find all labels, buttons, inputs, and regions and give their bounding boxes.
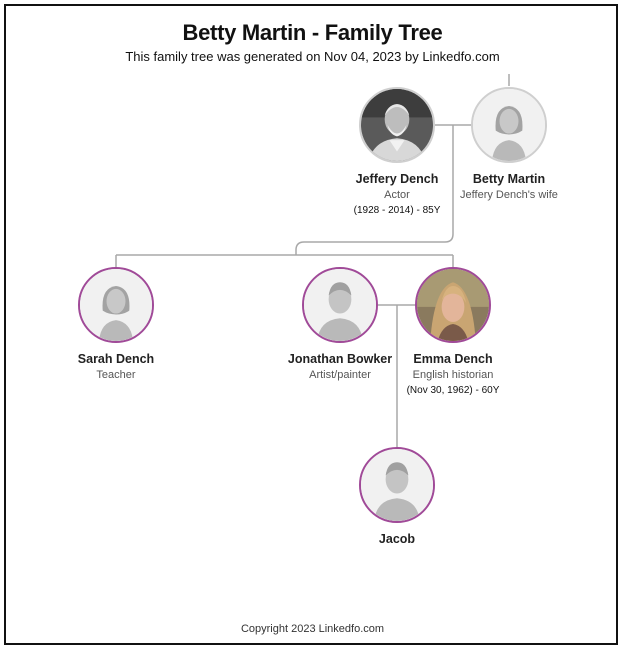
- person-betty-martin[interactable]: Betty Martin Jeffery Dench's wife: [434, 87, 584, 201]
- female-silhouette-icon: [78, 267, 154, 343]
- person-sarah-dench[interactable]: Sarah Dench Teacher: [41, 267, 191, 381]
- descent-line: [295, 125, 454, 255]
- person-name: Sarah Dench: [77, 352, 155, 366]
- person-role: Actor: [384, 189, 410, 201]
- person-name: Betty Martin: [472, 172, 546, 186]
- person-name: Jonathan Bowker: [287, 352, 393, 366]
- footer-copyright: Copyright 2023 Linkedfo.com: [240, 623, 385, 635]
- person-jonathan-bowker[interactable]: Jonathan Bowker Artist/painter: [265, 267, 415, 381]
- person-name: Emma Dench: [413, 352, 493, 366]
- person-jacob[interactable]: Jacob: [322, 447, 472, 546]
- female-silhouette-icon: [471, 87, 547, 163]
- page-frame: [4, 4, 618, 645]
- page-title: Betty Martin - Family Tree: [182, 20, 443, 45]
- person-role: English historian: [412, 369, 494, 381]
- person-jeffery-dench[interactable]: Jeffery Dench Actor (1928 - 2014) - 85Y: [322, 87, 472, 216]
- person-role: Teacher: [96, 369, 136, 381]
- person-dates: (1928 - 2014) - 85Y: [353, 205, 441, 216]
- person-role: Artist/painter: [309, 369, 371, 381]
- jeffery-dench-photo: [359, 87, 435, 163]
- person-name: Jeffery Dench: [355, 172, 439, 186]
- male-silhouette-icon: [359, 447, 435, 523]
- emma-dench-photo: [415, 267, 491, 343]
- male-silhouette-icon: [302, 267, 378, 343]
- person-role: Jeffery Dench's wife: [460, 189, 558, 201]
- person-name: Jacob: [378, 532, 416, 546]
- person-emma-dench[interactable]: Emma Dench English historian (Nov 30, 19…: [378, 267, 528, 396]
- page-subtitle: This family tree was generated on Nov 04…: [125, 49, 500, 64]
- person-dates: (Nov 30, 1962) - 60Y: [406, 385, 500, 396]
